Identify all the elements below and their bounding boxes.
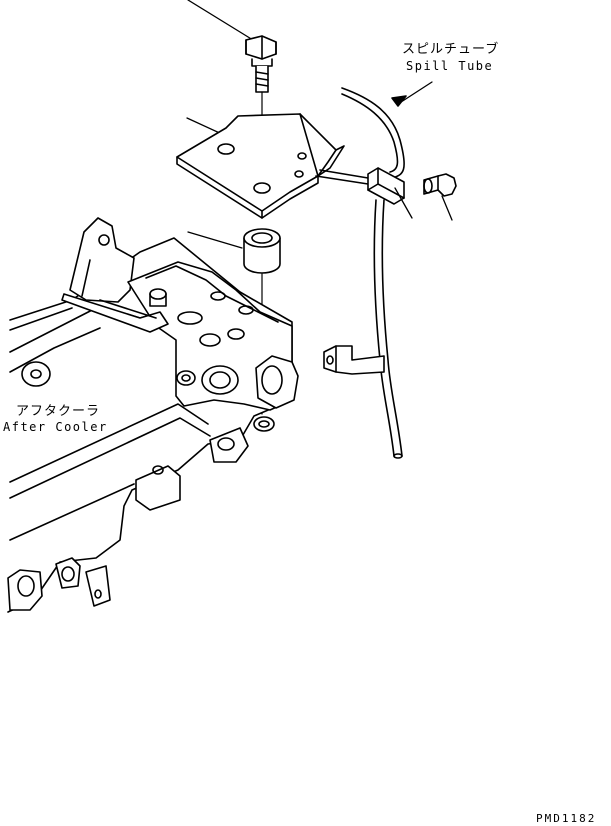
- spill-tube-leader-line: [398, 82, 432, 104]
- clamp-leader-line: [395, 188, 412, 218]
- tube-mount-bracket: [324, 346, 384, 374]
- after-cooler-label-jp: アフタクーラ: [16, 404, 101, 419]
- spill-tube-label-jp: スピルチューブ: [402, 42, 500, 57]
- spill-tube-label-en: Spill Tube: [406, 59, 494, 73]
- after-cooler-label-en: After Cooler: [3, 420, 108, 434]
- aftercooler-body: [8, 218, 298, 612]
- spacer-collar: [188, 229, 280, 414]
- spacer-leader-line: [188, 232, 242, 248]
- drawing-number: PMD1182: [536, 812, 597, 825]
- bracket-plate: [177, 114, 344, 218]
- bolt-leader-line: [188, 0, 253, 40]
- tube-clamp: [368, 168, 412, 218]
- clamp-bolt: [424, 174, 456, 220]
- clamp-bolt-leader-line: [442, 196, 452, 220]
- spill-tube: [316, 82, 432, 458]
